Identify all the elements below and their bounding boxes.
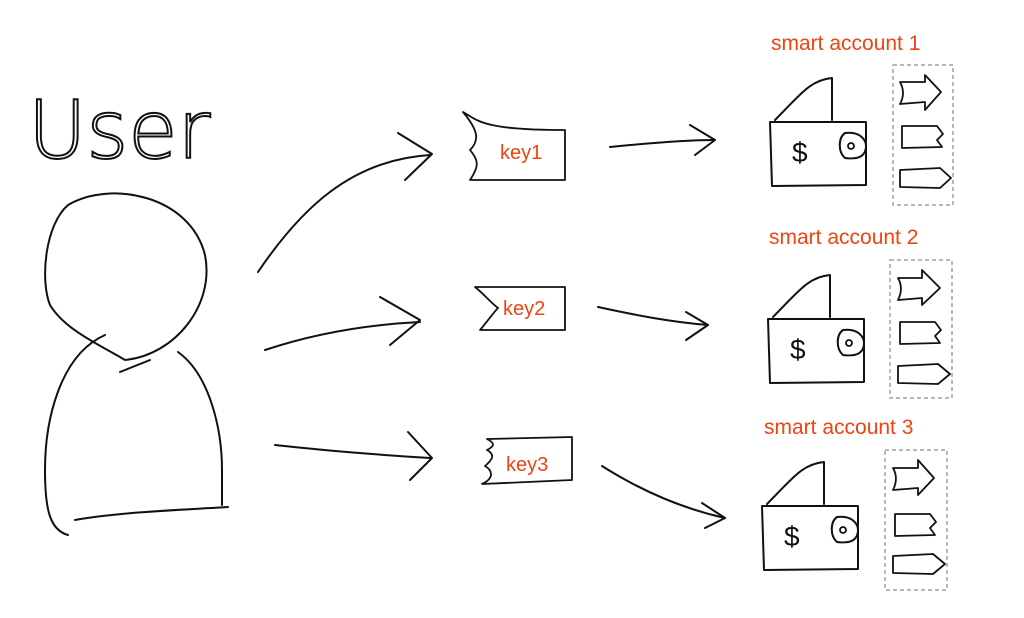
wallet-1-dollar-icon: $ [792,137,808,168]
arrow-user-key3 [274,444,431,459]
key1-ticket [462,111,566,181]
key1: key1 [462,111,566,181]
wallet-2-clasp-dot [845,339,853,347]
user-label: User [28,84,210,177]
wallet-1-clasp-dot [847,142,855,150]
arrow-key1-account1 [609,139,716,148]
arrow-user-key3-head [407,431,433,481]
smart-account-3: smart account 3 $ [761,416,948,591]
user-figure: User [27,83,229,536]
wallet-3-clasp-icon [830,515,859,544]
arrow-key2-account2-head [685,311,709,341]
wallet-1-icon [769,121,867,187]
key3-ticket [481,436,573,485]
user-base [74,506,229,521]
wallet-3-flap-icon [766,461,825,505]
smart-account-2: smart account 2 $ [767,226,953,399]
module-1b-flag-icon [901,125,944,149]
wallet-2-dollar-icon: $ [790,334,806,365]
key2: key2 [474,286,566,331]
wallet-3-dollar-icon: $ [784,521,800,552]
user-shoulder [177,351,223,506]
user-to-key-arrows [257,132,433,481]
key-to-account-arrows [597,124,726,529]
arrow-user-key2-head [379,296,421,346]
arrow-key3-account3-head [701,502,726,529]
module-3b-flag-icon [894,513,937,537]
user-head [44,192,208,361]
module-3a-arrow-icon [892,459,935,496]
module-2c-tab-icon [897,363,951,385]
arrow-key2-account2 [597,306,709,326]
key2-ticket [474,286,566,331]
smart-account-1: smart account 1 $ [769,32,954,206]
module-3c-tab-icon [892,553,946,575]
wallet-2-flap-icon [772,274,831,318]
module-2b-flag-icon [899,321,942,345]
arrow-user-key2 [264,321,421,351]
wallet-2-clasp-icon [836,328,865,357]
module-1a-arrow-icon [899,74,942,111]
arrow-key3-account3 [601,465,726,519]
smart-account-1-modules-box [892,64,954,206]
key1-label: key1 [500,142,542,164]
key3-label: key3 [506,454,548,476]
wallet-3-clasp-dot [839,526,847,534]
arrow-user-key1-head [397,132,433,181]
key3: key3 [481,436,573,485]
smart-account-3-modules-box [884,449,948,591]
wallet-1-clasp-icon [838,131,867,160]
arrow-user-key1 [257,154,431,273]
module-2a-arrow-icon [897,269,941,306]
smart-account-2-title: smart account 2 [769,226,918,249]
wallet-3-icon [761,505,859,571]
wallet-1-flap-icon [774,77,833,121]
module-1c-tab-icon [899,167,952,189]
wallet-2-icon [767,318,865,384]
smart-account-2-modules-box [889,259,953,399]
smart-account-3-title: smart account 3 [764,416,913,439]
key2-label: key2 [503,298,545,320]
user-neck [119,359,151,373]
arrow-key1-account1-head [689,124,716,156]
smart-account-1-title: smart account 1 [771,32,920,55]
user-body [44,334,106,536]
